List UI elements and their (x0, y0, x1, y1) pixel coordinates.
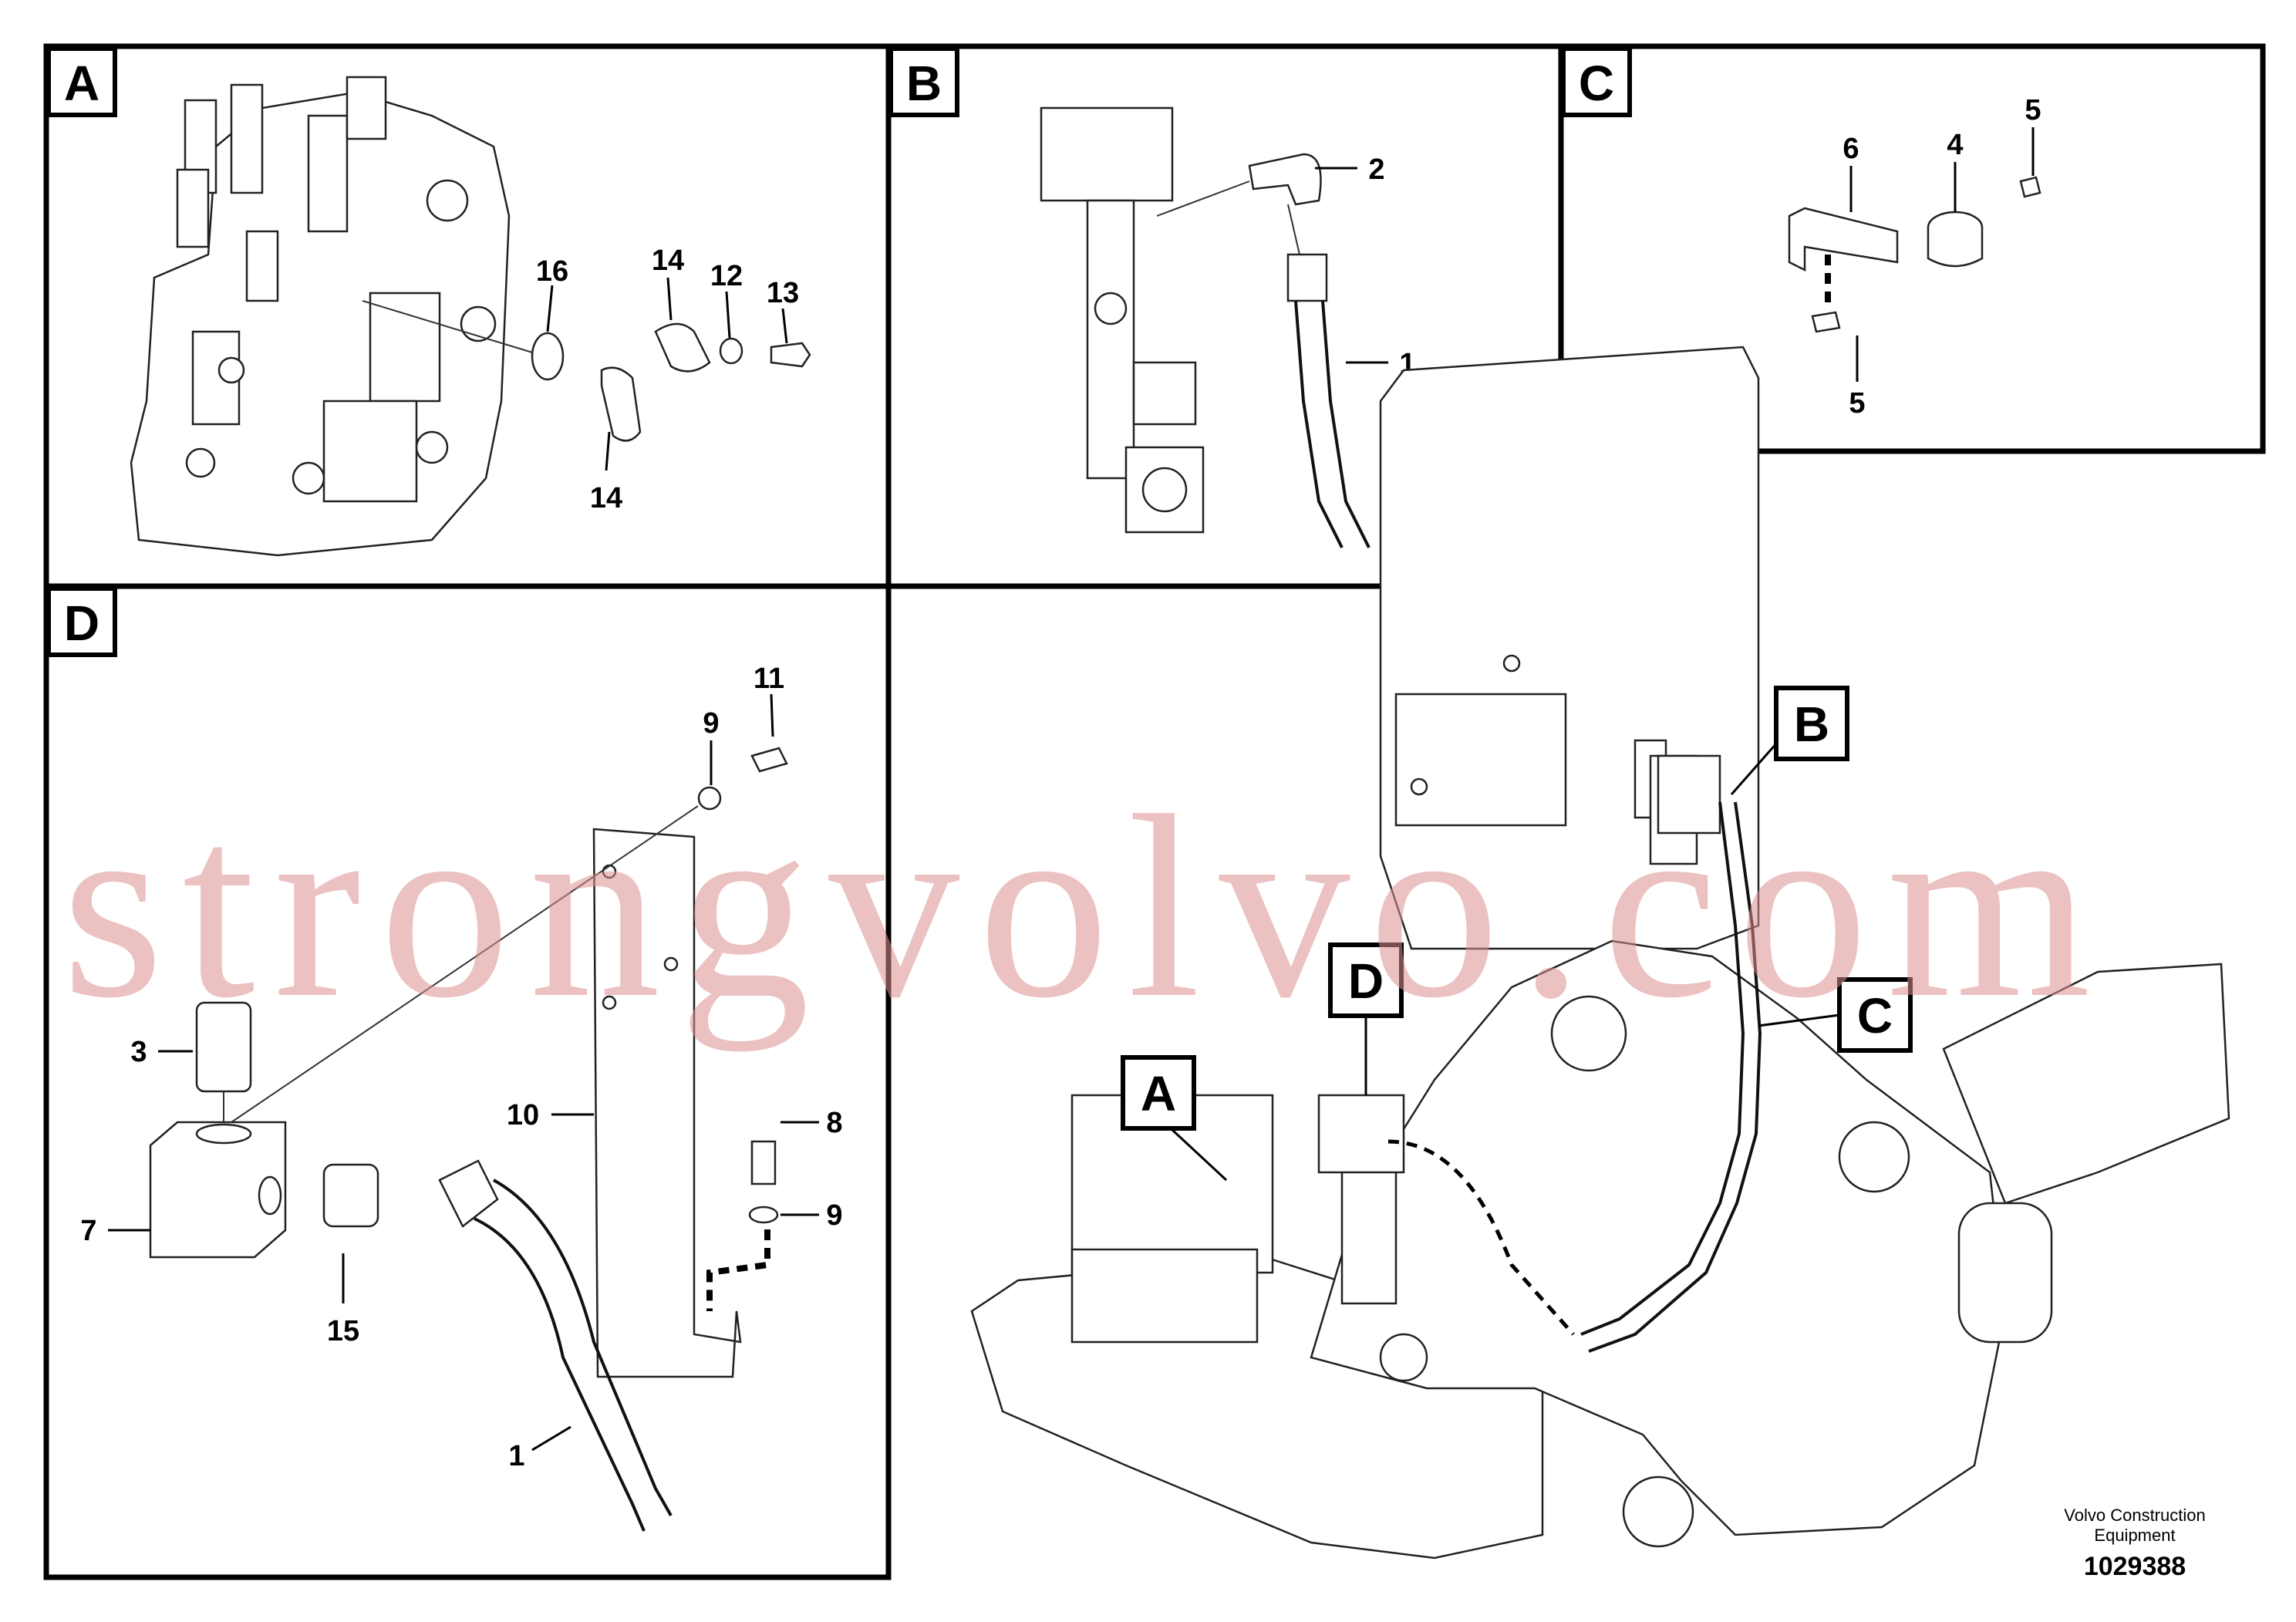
overview-tag-a: A (1141, 1066, 1176, 1121)
callout-14-upper: 14 (652, 244, 684, 277)
plate-dashed-mount (706, 1211, 770, 1311)
panel-c-tag: C (1579, 56, 1614, 111)
callout-8: 8 (826, 1107, 842, 1139)
panel-d-tag: D (64, 595, 99, 651)
adapter-block (149, 1121, 287, 1259)
flange-half-lower (600, 366, 642, 442)
flange-half-upper (654, 322, 711, 373)
hose-nut (1286, 253, 1328, 302)
upper-screw (2019, 176, 2041, 198)
callout-1-panel-d: 1 (508, 1440, 524, 1472)
washer (719, 337, 743, 365)
overview-hose-right (1580, 801, 1745, 1336)
o-ring (531, 332, 565, 381)
plate-washer (697, 786, 722, 811)
callout-4: 4 (1947, 129, 1963, 161)
overview-hose-hidden (1387, 1139, 1575, 1336)
bracket (1788, 207, 1899, 272)
callout-7: 7 (80, 1215, 96, 1247)
footer-company-line1: Volvo Construction (2064, 1506, 2205, 1525)
elbow-fitting (1248, 153, 1322, 206)
bracket-washer (748, 1206, 779, 1224)
overview-tag-b: B (1794, 696, 1829, 752)
callout-11: 11 (754, 663, 784, 695)
panel-a-tag: A (64, 56, 99, 111)
callout-2: 2 (1368, 153, 1384, 186)
footer-company-line2: Equipment (2094, 1526, 2175, 1545)
control-valve-block (130, 76, 511, 557)
drawing-number: 1029388 (2084, 1552, 2186, 1581)
callout-10: 10 (507, 1099, 539, 1131)
plate-bolt (750, 747, 788, 773)
watermark-text: strongvolvo.com (62, 761, 2109, 1052)
callout-9-upper: 9 (703, 707, 719, 740)
pressure-switch (195, 1001, 252, 1093)
valve-body (1040, 106, 1205, 534)
callout-9-lower: 9 (826, 1199, 842, 1232)
callout-6: 6 (1843, 133, 1859, 165)
screw (770, 342, 811, 368)
hose-b-left (1294, 300, 1344, 548)
hose-nut-d (438, 1159, 499, 1228)
hose-b-right (1321, 300, 1371, 548)
machine-overview: B D A C (970, 346, 2230, 1560)
callout-15: 15 (327, 1315, 359, 1347)
callout-12: 12 (710, 260, 743, 292)
hose-d-lower (474, 1217, 646, 1532)
nipple-fitting (322, 1163, 379, 1228)
callout-14-lower: 14 (590, 482, 622, 514)
panel-a: A (43, 43, 892, 589)
mounting-plate (592, 828, 742, 1378)
overview-tag-d: D (1348, 953, 1384, 1009)
hose-d-upper (493, 1179, 673, 1516)
callout-13: 13 (767, 277, 799, 309)
callout-5-upper: 5 (2025, 94, 2041, 126)
callout-3: 3 (130, 1036, 147, 1068)
boom-mount (1310, 939, 2007, 1536)
overview-hose-left (1588, 801, 1762, 1353)
panel-d: D 11 9 3 7 15 10 8 9 (43, 583, 892, 1580)
clamp-body (1927, 228, 1984, 268)
lower-screw (1811, 311, 1841, 333)
callout-5-lower: 5 (1849, 387, 1865, 420)
callout-16: 16 (536, 255, 568, 288)
bracket-bolt (750, 1140, 777, 1185)
panel-b-tag: B (906, 56, 942, 111)
overview-tag-c: C (1857, 988, 1893, 1044)
